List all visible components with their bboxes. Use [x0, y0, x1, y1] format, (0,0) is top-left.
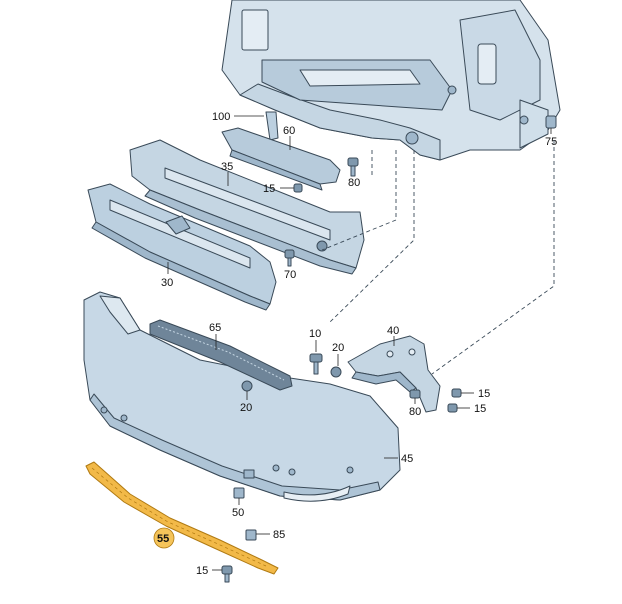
part-85-clip: 85: [245, 529, 285, 541]
part-80-screw-upper: 80: [347, 157, 360, 189]
part-55-trim-strip: 55: [85, 461, 279, 575]
callout-10: 10: [309, 328, 321, 340]
part-35-impact-absorber: 35: [129, 139, 365, 275]
part-10-screw: 10: [309, 328, 323, 375]
callout-30: 30: [161, 277, 173, 289]
part-15-screw-b: 15: [451, 388, 490, 400]
callout-50: 50: [232, 507, 244, 519]
part-65-guide-profile: 65: [149, 319, 293, 391]
callout-75: 75: [545, 136, 557, 148]
part-20-nut-lower: 20: [240, 380, 253, 414]
callout-40: 40: [387, 325, 399, 337]
callout-20-lower: 20: [240, 402, 252, 414]
assembly-guide-lines: [321, 140, 555, 375]
callout-15-a: 15: [263, 183, 275, 195]
part-15-screw-c: 15: [447, 403, 486, 415]
callout-70: 70: [284, 269, 296, 281]
part-75-clip: 75: [545, 115, 557, 148]
callout-20-upper: 20: [332, 342, 344, 354]
part-60-mount-plate: 60: [221, 125, 341, 191]
callout-60: 60: [283, 125, 295, 137]
callout-55: 55: [157, 533, 169, 545]
callout-35: 35: [221, 161, 233, 173]
callout-80-upper: 80: [348, 177, 360, 189]
callout-80-lower: 80: [409, 406, 421, 418]
part-15-screw-a: 15: [263, 183, 303, 195]
callout-15-c: 15: [474, 403, 486, 415]
part-100-bracket: 100: [212, 111, 279, 141]
part-20-nut-upper: 20: [330, 342, 344, 378]
callout-65: 65: [209, 322, 221, 334]
rear-body-frame: [221, 0, 561, 161]
callout-100: 100: [212, 111, 230, 123]
part-45-bumper-cover: 45: [83, 291, 413, 502]
part-40-side-bracket: 40: [347, 325, 441, 413]
callout-85: 85: [273, 529, 285, 541]
part-80-screw-lower: 80: [409, 389, 421, 418]
callout-15-b: 15: [478, 388, 490, 400]
part-50-clip: 50: [232, 487, 245, 519]
callout-45: 45: [401, 453, 413, 465]
part-15-screw-d: 15: [196, 565, 233, 583]
part-70-screw: 70: [284, 249, 296, 281]
callout-15-d: 15: [196, 565, 208, 577]
part-30-bumper-beam: 30: [87, 183, 277, 311]
